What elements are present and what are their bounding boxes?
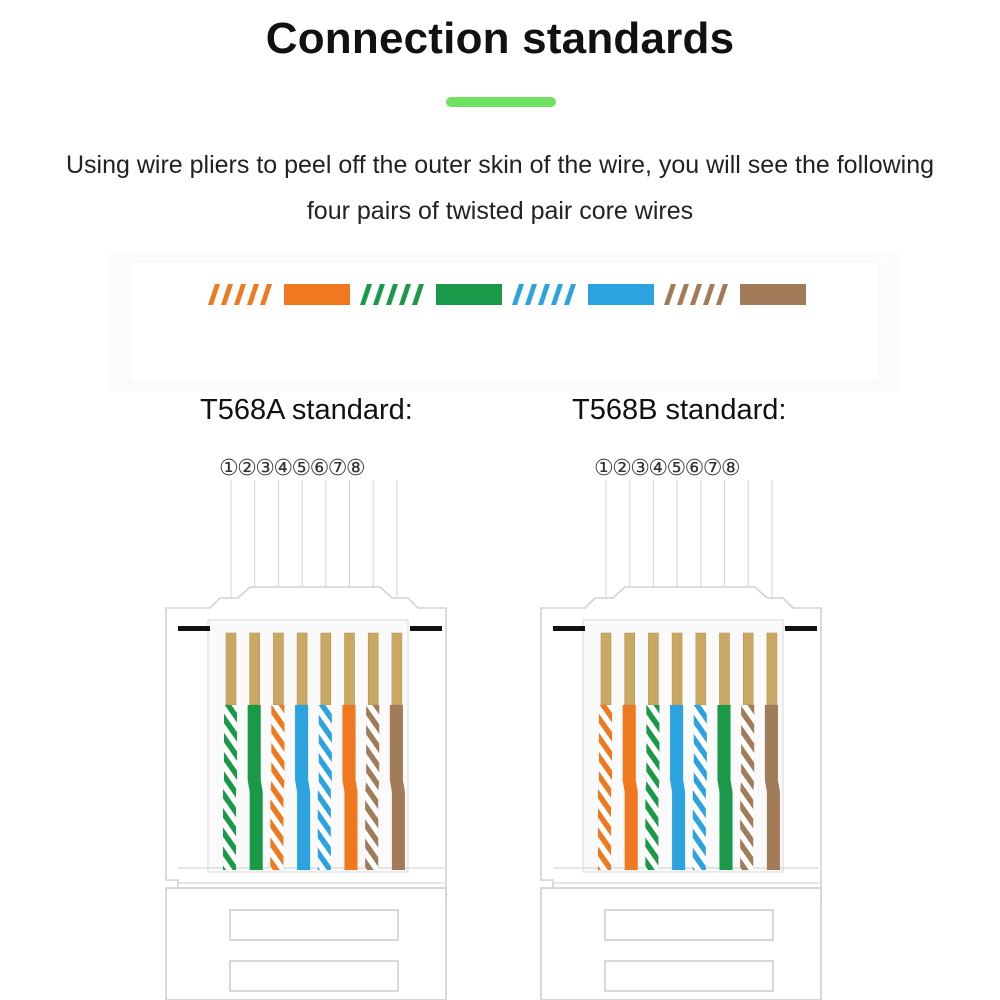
t568b-pin-numbers: ①②③④⑤⑥⑦⑧ xyxy=(594,456,741,481)
wire-8-brown xyxy=(764,632,781,871)
legend-plate xyxy=(129,261,881,383)
wire-5-blue-white xyxy=(692,632,708,871)
wire-3-orange-white xyxy=(270,632,285,871)
wire-color-legend xyxy=(110,252,900,392)
wire-1-orange-white xyxy=(597,632,613,871)
wire-2-green xyxy=(247,632,263,871)
t568a-connector-diagram xyxy=(165,480,447,1000)
legend-green-swatch xyxy=(436,284,502,305)
legend-brown-swatch xyxy=(740,284,806,305)
t568b-connector-diagram xyxy=(540,480,822,1000)
t568b-standard-label: T568B standard: xyxy=(572,394,787,426)
wire-3-green-white xyxy=(645,632,660,871)
t568a-standard-label: T568A standard: xyxy=(200,394,413,426)
wire-7-brown-white xyxy=(739,632,755,871)
legend-orange-swatch xyxy=(284,284,350,305)
legend-blue-swatch xyxy=(588,284,654,305)
description-line-1: Using wire pliers to peel off the outer … xyxy=(65,151,935,179)
wire-4-blue xyxy=(294,632,311,871)
wire-6-orange xyxy=(342,632,358,871)
wire-group xyxy=(597,632,781,871)
wire-group xyxy=(222,632,406,871)
wire-4-blue xyxy=(669,632,686,871)
connector-boot xyxy=(165,887,447,1000)
legend-green-white-swatch xyxy=(360,284,424,305)
legend-orange-white-swatch xyxy=(208,284,272,305)
wire-6-green xyxy=(717,632,733,871)
title-accent-bar xyxy=(446,97,556,107)
wire-8-brown xyxy=(389,632,406,871)
t568a-pin-numbers: ①②③④⑤⑥⑦⑧ xyxy=(219,456,366,481)
description-line-2: four pairs of twisted pair core wires xyxy=(306,197,694,225)
wire-5-blue-white xyxy=(317,632,333,871)
description: Using wire pliers to peel off the outer … xyxy=(20,142,980,234)
legend-brown-white-swatch xyxy=(664,284,728,305)
wire-7-brown-white xyxy=(364,632,380,871)
wire-2-orange xyxy=(622,632,638,871)
wire-1-green-white xyxy=(222,632,238,871)
connector-boot xyxy=(540,887,822,1000)
page-title: Connection standards xyxy=(265,14,735,63)
legend-blue-white-swatch xyxy=(512,284,576,305)
wire-color-legend-graphic xyxy=(129,261,881,383)
